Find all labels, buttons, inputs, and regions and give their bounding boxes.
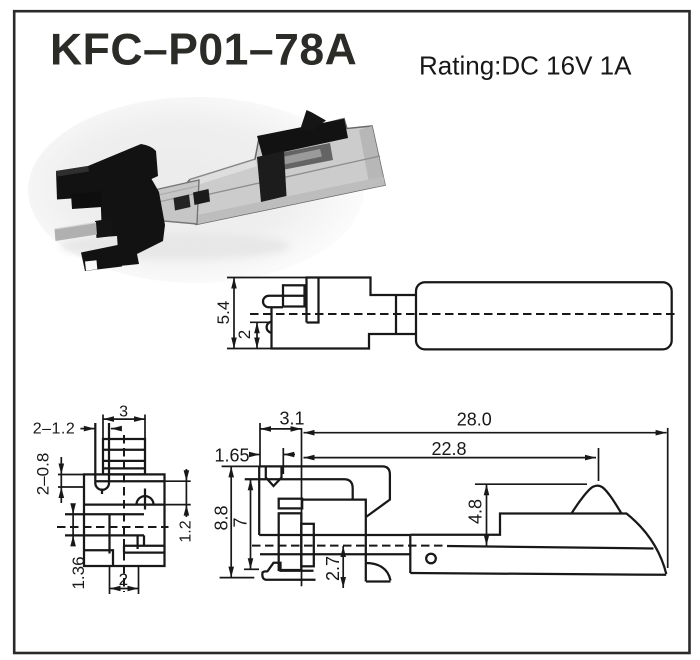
svg-text:28.0: 28.0 xyxy=(457,410,492,430)
svg-text:KFC–P01–78A: KFC–P01–78A xyxy=(50,26,357,75)
svg-text:5.4: 5.4 xyxy=(214,301,233,325)
svg-text:4.8: 4.8 xyxy=(466,499,486,524)
svg-text:2: 2 xyxy=(235,330,254,339)
svg-text:Rating:DC 16V 1A: Rating:DC 16V 1A xyxy=(419,51,632,81)
svg-text:1.65: 1.65 xyxy=(214,446,249,466)
svg-text:1.2: 1.2 xyxy=(178,520,195,542)
svg-text:3: 3 xyxy=(119,403,128,420)
svg-text:8.8: 8.8 xyxy=(212,505,232,530)
svg-text:22.8: 22.8 xyxy=(431,439,466,459)
svg-text:3.1: 3.1 xyxy=(279,409,304,429)
svg-text:2: 2 xyxy=(119,570,128,589)
svg-text:7: 7 xyxy=(231,517,251,527)
svg-text:2–0.8: 2–0.8 xyxy=(34,453,53,496)
svg-text:2–1.2: 2–1.2 xyxy=(33,421,76,438)
svg-text:1.36: 1.36 xyxy=(69,556,88,589)
svg-text:2.7: 2.7 xyxy=(323,556,343,581)
